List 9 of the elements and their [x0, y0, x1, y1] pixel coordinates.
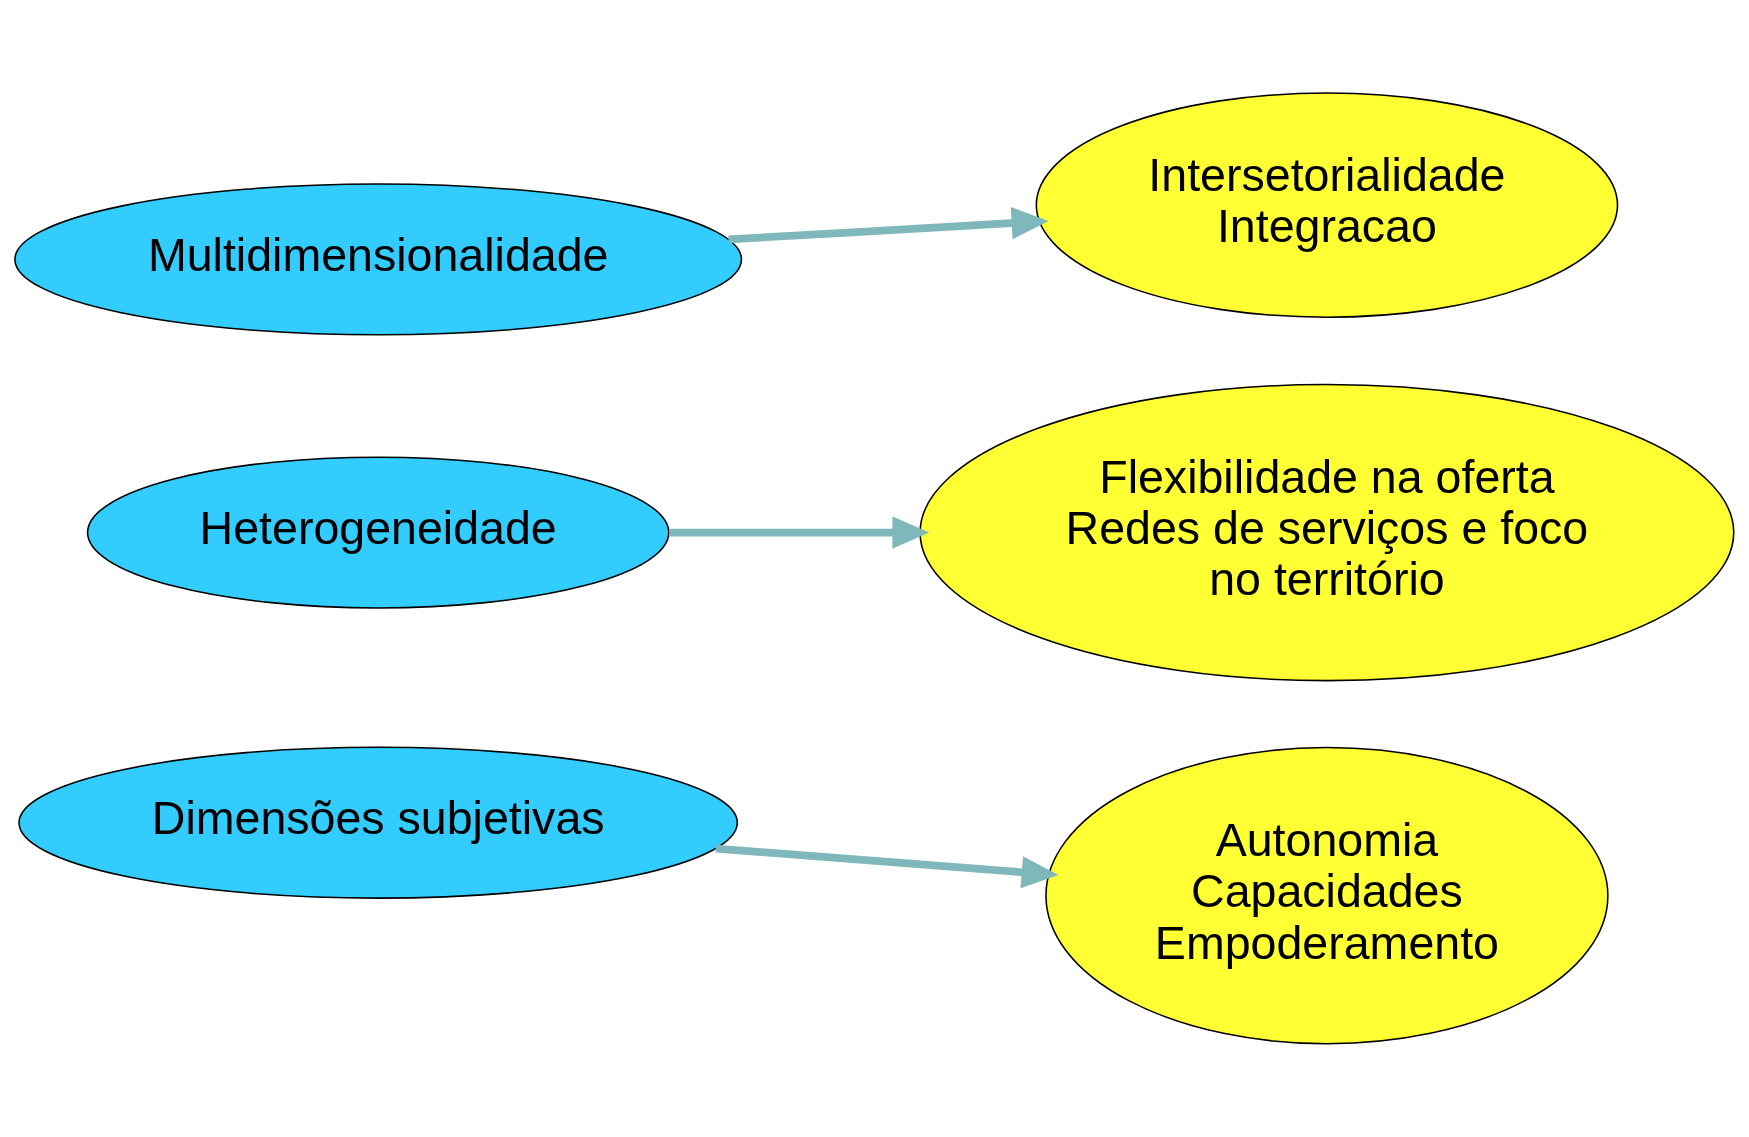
arrow [669, 516, 930, 549]
arrow [728, 207, 1049, 244]
node-ellipse: Autonomia Capacidades Empoderamento [1045, 746, 1609, 1045]
node-ellipse: Dimensões subjetivas [18, 746, 739, 899]
node-ellipse: Heterogeneidade [86, 456, 670, 609]
arrow [715, 844, 1059, 889]
node-ellipse: Multidimensionalidade [14, 183, 743, 336]
node-ellipse: Intersetorialidade Integracao [1035, 92, 1619, 318]
node-ellipse: Flexibilidade na oferta Redes de serviços e foco no território [919, 383, 1735, 682]
